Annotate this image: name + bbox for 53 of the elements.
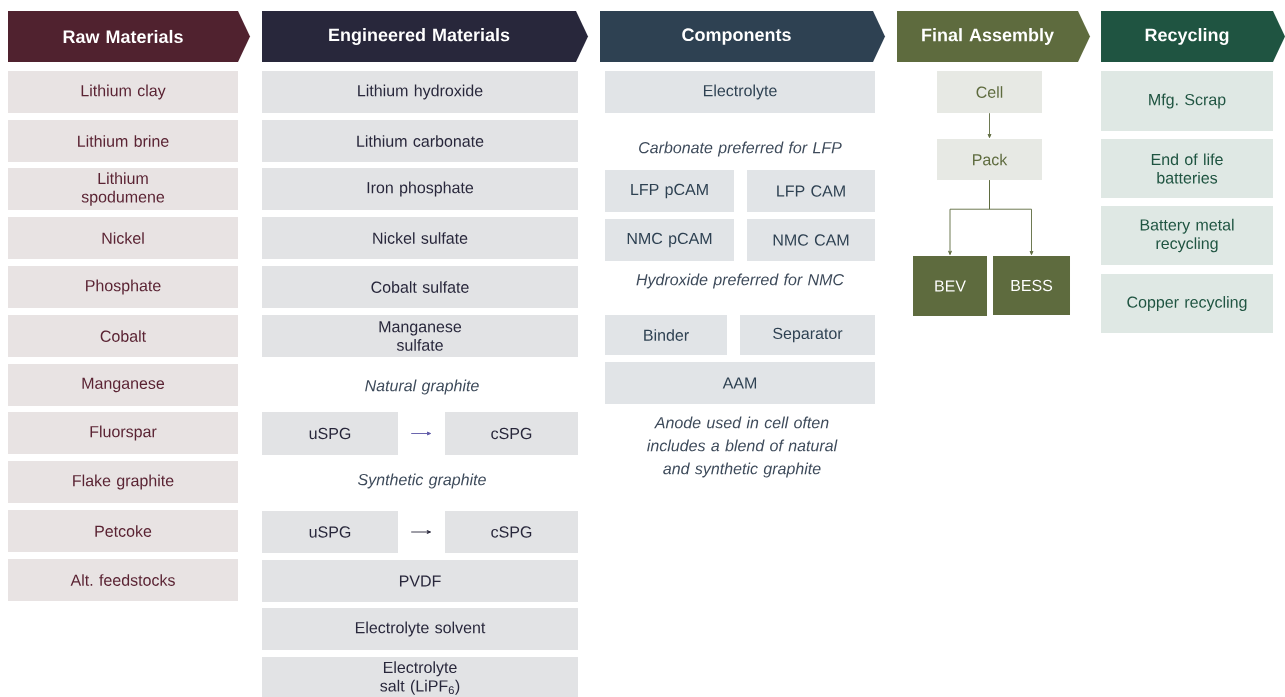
material-box: cSPG [445, 412, 578, 455]
material-box: Flake graphite [8, 461, 238, 503]
material-box: Fluorspar [8, 412, 238, 454]
arrow [987, 112, 992, 139]
material-box: Lithium carbonate [262, 120, 578, 162]
product-box: BEV [913, 256, 987, 316]
material-box: Lithium brine [8, 120, 238, 162]
material-box: Alt. feedstocks [8, 559, 238, 601]
material-box: Nickel sulfate [262, 217, 578, 259]
material-box: Cell [937, 71, 1042, 113]
material-box: NMC CAM [747, 219, 875, 261]
column-header: Raw Materials [8, 11, 250, 62]
arrow [410, 431, 432, 436]
material-box: NMC pCAM [605, 219, 734, 261]
product-box: BESS [993, 256, 1070, 315]
column-header: Engineered Materials [262, 11, 588, 62]
material-box: Binder [605, 315, 727, 355]
material-box: PVDF [262, 560, 578, 602]
material-box: Iron phosphate [262, 168, 578, 210]
material-box: uSPG [262, 412, 398, 455]
material-box: Phosphate [8, 266, 238, 308]
material-box: Mfg. Scrap [1101, 71, 1273, 131]
material-box: Electrolyte solvent [262, 608, 578, 650]
material-box: Petcoke [8, 510, 238, 552]
material-box: Separator [740, 315, 875, 355]
material-box: LFP CAM [747, 170, 875, 212]
material-box: Electrolyte [605, 71, 875, 113]
material-box: cSPG [445, 511, 578, 553]
material-box: Lithium clay [8, 71, 238, 113]
column-header: Recycling [1101, 11, 1285, 62]
note-text: Synthetic graphite [358, 473, 486, 489]
material-box: LFP pCAM [605, 170, 734, 212]
material-box: Manganese sulfate [262, 315, 578, 357]
material-box: End of life batteries [1101, 139, 1273, 198]
note-text: Hydroxide preferred for NMC [636, 273, 845, 289]
material-box: Battery metal recycling [1101, 206, 1273, 265]
arrow [410, 530, 432, 534]
material-box: Electrolyte salt (LiPF$_{6}$) [262, 657, 578, 697]
note-text: Carbonate preferred for LFP [639, 141, 842, 157]
note-text: Natural graphite [365, 379, 479, 395]
column-header: Final Assembly [897, 11, 1090, 62]
arrow [989, 179, 1034, 256]
material-box: Nickel [8, 217, 238, 259]
material-box: Lithium hydroxide [262, 71, 578, 113]
material-box: Lithium spodumene [8, 168, 238, 210]
material-box: Cobalt [8, 315, 238, 357]
material-box: Pack [937, 139, 1042, 180]
column-header: Components [600, 11, 885, 62]
material-box: uSPG [262, 511, 398, 553]
material-box: Copper recycling [1101, 274, 1273, 333]
material-box: Manganese [8, 364, 238, 406]
material-box: AAM [605, 362, 875, 404]
material-box: Cobalt sulfate [262, 266, 578, 308]
